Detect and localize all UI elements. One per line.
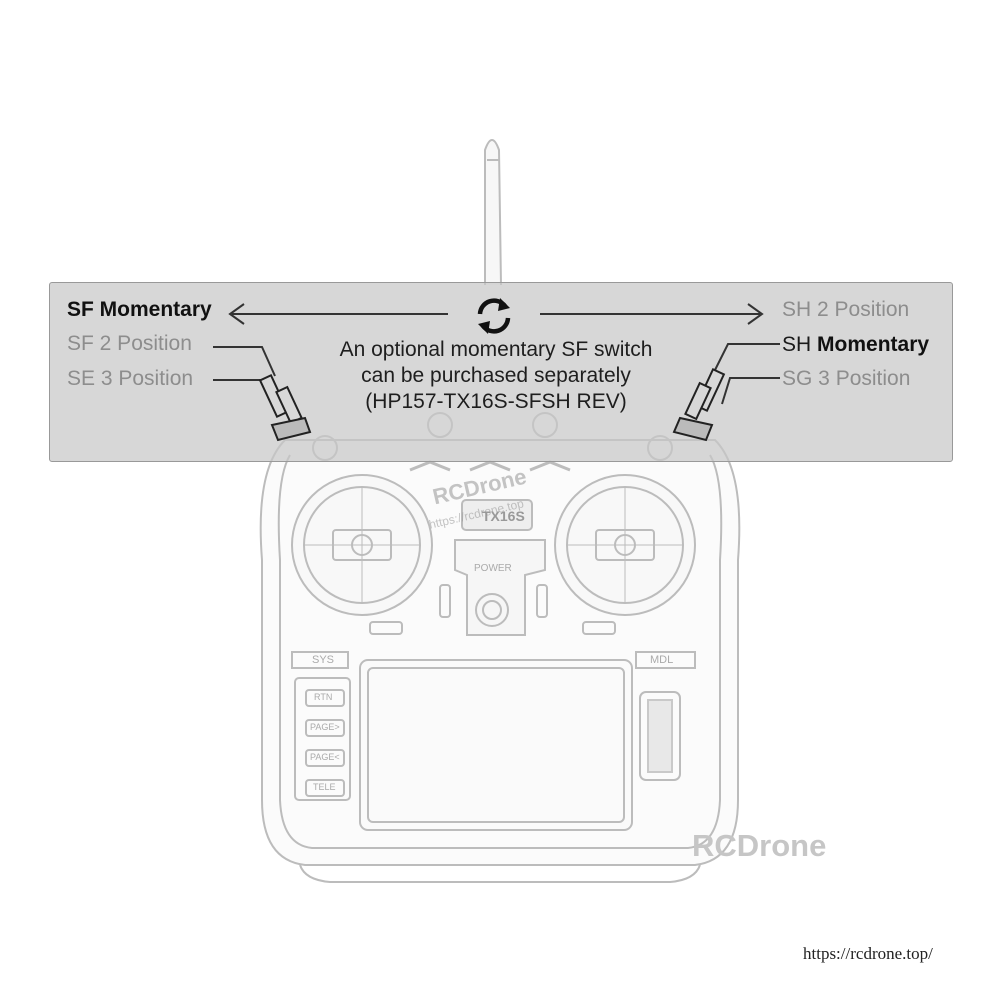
optional-switch-note: An optional momentary SF switch can be p… xyxy=(286,337,706,415)
note-line-3: (HP157-TX16S-SFSH REV) xyxy=(365,390,627,413)
left-switches xyxy=(258,374,312,442)
antenna xyxy=(484,139,502,286)
label-sh-prefix: SH xyxy=(782,333,812,356)
sync-arrows-icon xyxy=(477,298,511,334)
tele-button[interactable]: TELE xyxy=(313,782,336,792)
note-line-1: An optional momentary SF switch xyxy=(339,338,653,361)
label-sh-momentary-bold: Momentary xyxy=(817,333,930,356)
watermark-brand: RCDrone xyxy=(692,828,827,863)
page-next-button[interactable]: PAGE> xyxy=(310,722,340,732)
power-module xyxy=(454,539,546,636)
mdl-label: MDL xyxy=(650,654,674,666)
label-sh-momentary: SH Momentary xyxy=(782,333,929,357)
model-label: TX16S xyxy=(482,508,525,524)
info-banner xyxy=(49,282,953,462)
arrow-left-icon xyxy=(228,303,448,325)
label-sg-3-position: SG 3 Position xyxy=(782,367,911,390)
label-se-3-position: SE 3 Position xyxy=(67,367,194,390)
page-prev-button[interactable]: PAGE< xyxy=(310,752,340,762)
power-label: POWER xyxy=(474,563,512,574)
label-sf-2-position: SF 2 Position xyxy=(67,332,192,355)
sys-label: SYS xyxy=(312,654,335,666)
right-switches xyxy=(672,368,726,442)
touch-screen xyxy=(359,659,633,831)
label-sf-momentary: SF Momentary xyxy=(67,298,212,321)
footer-url: https://rcdrone.top/ xyxy=(803,944,933,963)
label-sh-2-position: SH 2 Position xyxy=(782,298,910,321)
note-line-2: can be purchased separately xyxy=(361,364,631,387)
rtn-button[interactable]: RTN xyxy=(314,692,333,702)
scroll-wheel xyxy=(639,691,681,781)
arrow-right-icon xyxy=(540,303,764,325)
